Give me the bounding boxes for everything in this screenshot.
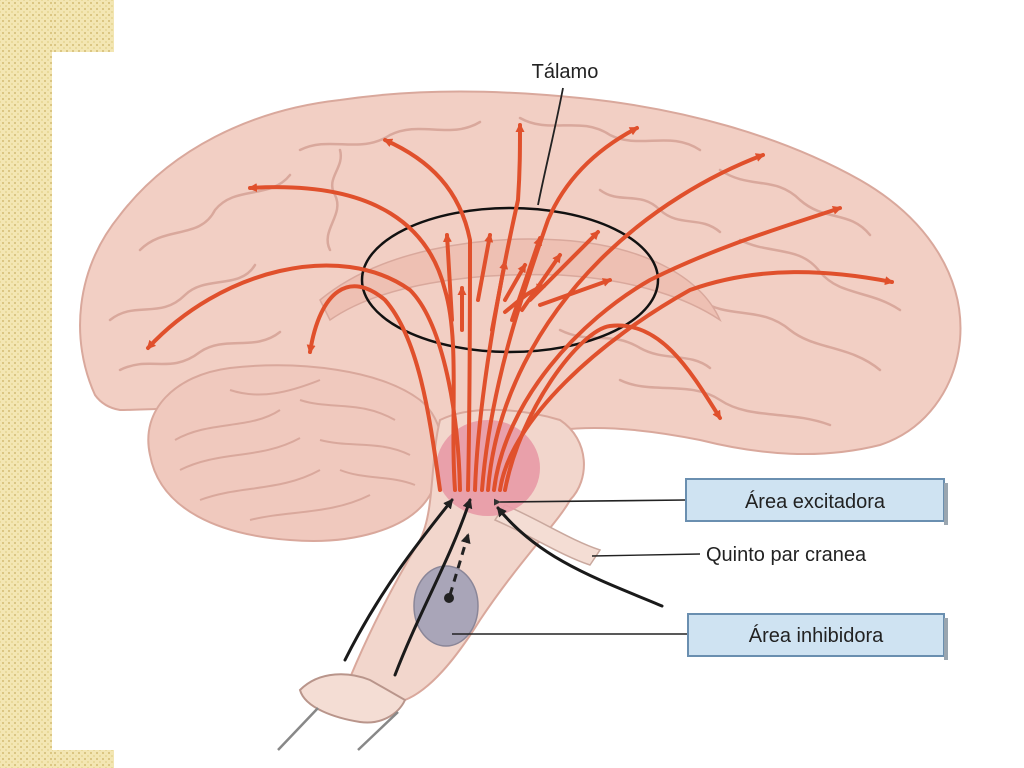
reticular-activating-system-diagram: Tálamo Área excitadora Quinto par cranea… <box>79 61 962 751</box>
decorative-texture-top <box>52 0 114 52</box>
decorative-texture-left <box>0 0 52 768</box>
cerebellum <box>147 364 444 542</box>
fifth-cranial-nerve-shape <box>493 504 602 566</box>
label-thalamus: Tálamo <box>532 61 599 83</box>
excitatory-area-shape <box>436 420 540 516</box>
spinal-cord <box>298 673 407 724</box>
ascending-input-arrows <box>343 498 664 677</box>
thalamus-circle <box>360 206 660 354</box>
cranial-nerve-leader-line <box>591 553 701 557</box>
inhibitory-origin-dot <box>444 593 454 603</box>
excitatory-label-shadow <box>944 483 948 525</box>
thalamus-leader-line <box>537 87 564 206</box>
spinal-cord-lines <box>277 707 399 751</box>
inhibitory-dashed-arrow <box>448 533 471 596</box>
label-excitatory-area: Área excitadora <box>745 490 886 513</box>
inhibitory-label-box <box>687 613 945 657</box>
inhibitory-area-shape <box>413 565 479 647</box>
label-fifth-cranial-nerve: Quinto par cranea <box>706 544 867 566</box>
label-inhibitory-area: Área inhibidora <box>749 624 884 647</box>
corpus-callosum <box>319 238 722 323</box>
decorative-texture-bottom <box>52 750 114 768</box>
inhibitory-label-shadow <box>944 618 948 660</box>
projection-arrows <box>146 123 894 492</box>
excitatory-leader-line <box>493 498 687 506</box>
